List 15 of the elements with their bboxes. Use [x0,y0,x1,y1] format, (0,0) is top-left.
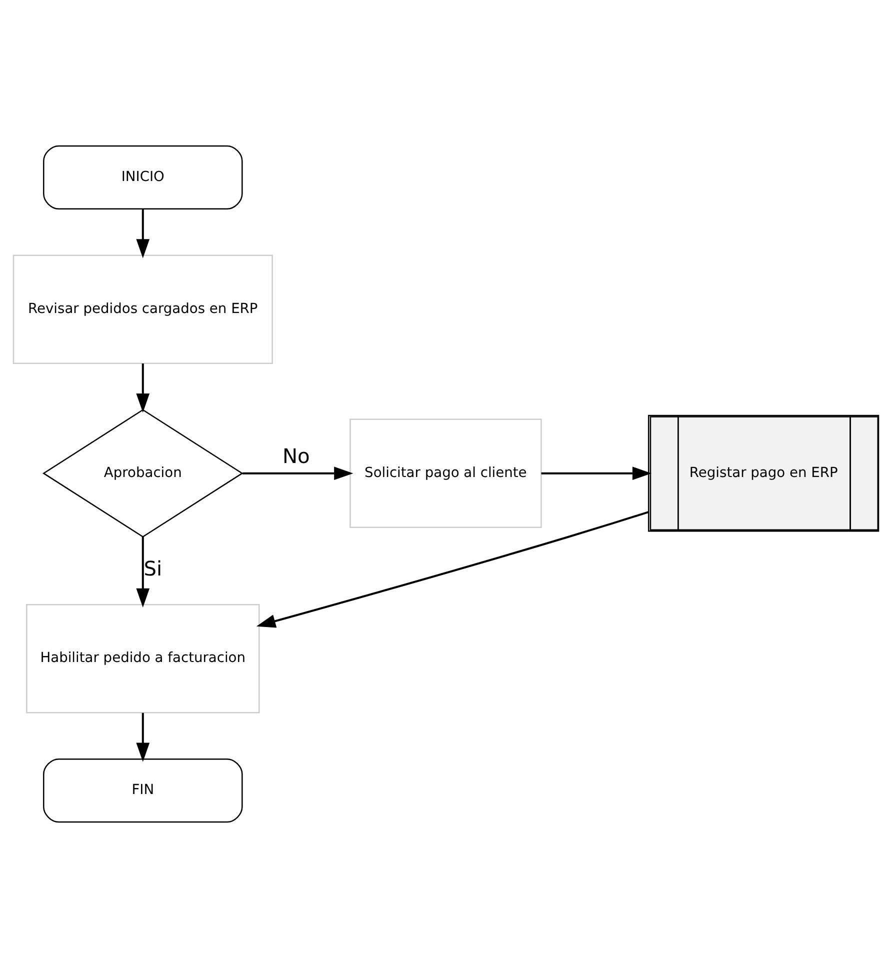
arrow [136,209,150,258]
arrow [242,466,354,480]
node-diamond: Aprobacion [42,409,244,538]
node-box: Habilitar pedido a facturacion [26,604,260,714]
node-box: INICIO [43,145,243,210]
arrow [541,466,652,480]
node-box: Solicitar pago al cliente [350,418,542,528]
arrow [136,536,150,608]
node-box: Revisar pedidos cargados en ERP [12,254,273,364]
edge-label: Si [144,556,162,580]
node-box: FIN [43,758,243,823]
edge-label: No [282,444,310,468]
arrow [136,363,150,413]
arrow [256,511,649,628]
arrow [136,712,150,762]
